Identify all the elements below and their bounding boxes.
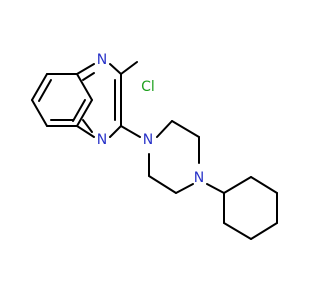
- bond: [156, 120, 173, 138]
- bond: [82, 119, 93, 133]
- pyrazine-ring: [76, 63, 122, 138]
- bond: [109, 63, 122, 75]
- bond: [175, 183, 194, 194]
- bond-n-cyclohexyl: [206, 183, 225, 194]
- atom-label-n1: N: [97, 52, 107, 68]
- bond: [76, 125, 95, 138]
- bond: [223, 176, 252, 194]
- cyclohexane-ring: [223, 176, 278, 240]
- benzo-ring: [31, 73, 93, 127]
- bond-c-cl: [120, 61, 138, 75]
- background: [0, 0, 300, 300]
- atom-label-n-piperazine-4: N: [194, 170, 204, 186]
- bond: [250, 176, 278, 194]
- bond: [223, 222, 252, 240]
- bond: [31, 73, 48, 101]
- bond: [82, 72, 95, 81]
- bond: [76, 99, 93, 127]
- atom-label-n-piperazine-1: N: [143, 132, 153, 148]
- bond: [72, 99, 86, 122]
- bond: [38, 79, 52, 102]
- bond-c-n-piperazine: [120, 125, 141, 138]
- bond: [148, 175, 177, 194]
- bond: [250, 222, 278, 240]
- bond: [31, 99, 48, 127]
- bond: [76, 73, 93, 101]
- bond: [109, 125, 122, 138]
- atom-label-n4: N: [97, 132, 107, 148]
- atom-label-cl: Cl: [141, 79, 155, 95]
- molecule-structure-diagram: N N Cl N N: [0, 0, 300, 300]
- bond: [76, 63, 95, 75]
- piperazine-ring: [148, 120, 200, 194]
- bond: [171, 120, 200, 138]
